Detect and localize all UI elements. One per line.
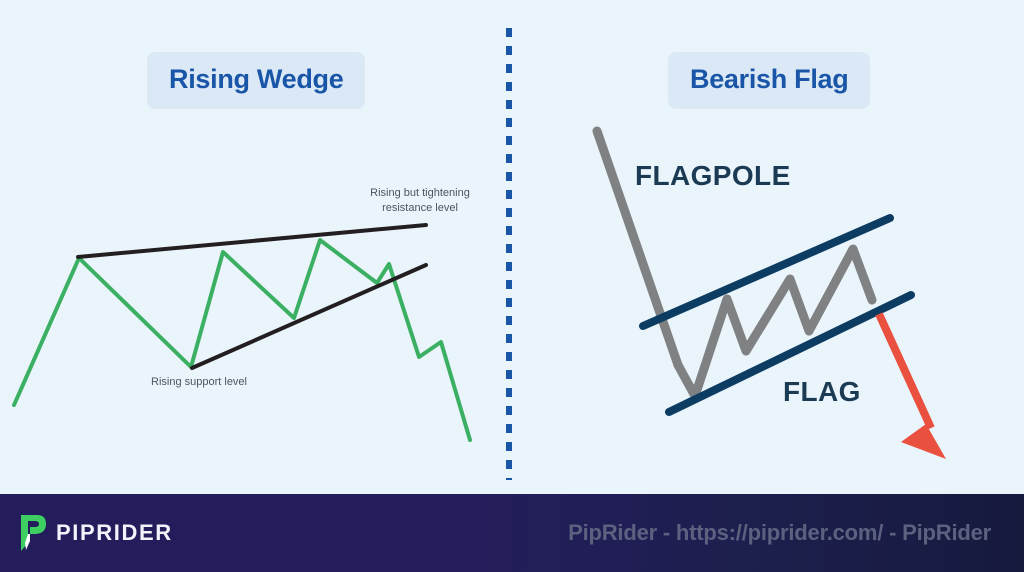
annotation-support-level: Rising support level bbox=[151, 376, 247, 388]
brand-logo-group: PIPRIDER bbox=[17, 512, 173, 554]
wedge-resistance-line bbox=[76, 223, 428, 259]
wedge-price-line bbox=[12, 238, 472, 442]
rising-wedge-group bbox=[12, 223, 472, 442]
brand-name: PIPRIDER bbox=[56, 520, 173, 545]
panel-title-rising-wedge: Rising Wedge bbox=[147, 52, 366, 109]
footer-credit-text: PipRider - https://piprider.com/ - PipRi… bbox=[568, 520, 991, 545]
flag-upper-channel-line bbox=[639, 214, 894, 330]
flag-consolidation-line bbox=[673, 244, 877, 401]
flag-lower-channel-line bbox=[665, 291, 915, 416]
annotation-resistance-level: Rising but tightening resistance level bbox=[370, 187, 470, 214]
chart-canvas: Rising Wedge Bearish Flag Rising but tig… bbox=[12, 28, 946, 480]
patterns-svg bbox=[12, 28, 946, 480]
bearish-flag-group bbox=[592, 126, 946, 459]
flagpole-line bbox=[592, 126, 683, 370]
footer-bar: PIPRIDER PipRider - https://piprider.com… bbox=[0, 494, 1024, 572]
label-flagpole: FLAGPOLE bbox=[635, 160, 791, 191]
panel-title-bearish-flag: Bearish Flag bbox=[668, 52, 871, 109]
wedge-support-line bbox=[190, 263, 428, 370]
breakout-arrow-icon bbox=[875, 312, 946, 459]
piprider-p-logo-icon bbox=[21, 515, 46, 551]
label-flag: FLAG bbox=[783, 376, 861, 407]
